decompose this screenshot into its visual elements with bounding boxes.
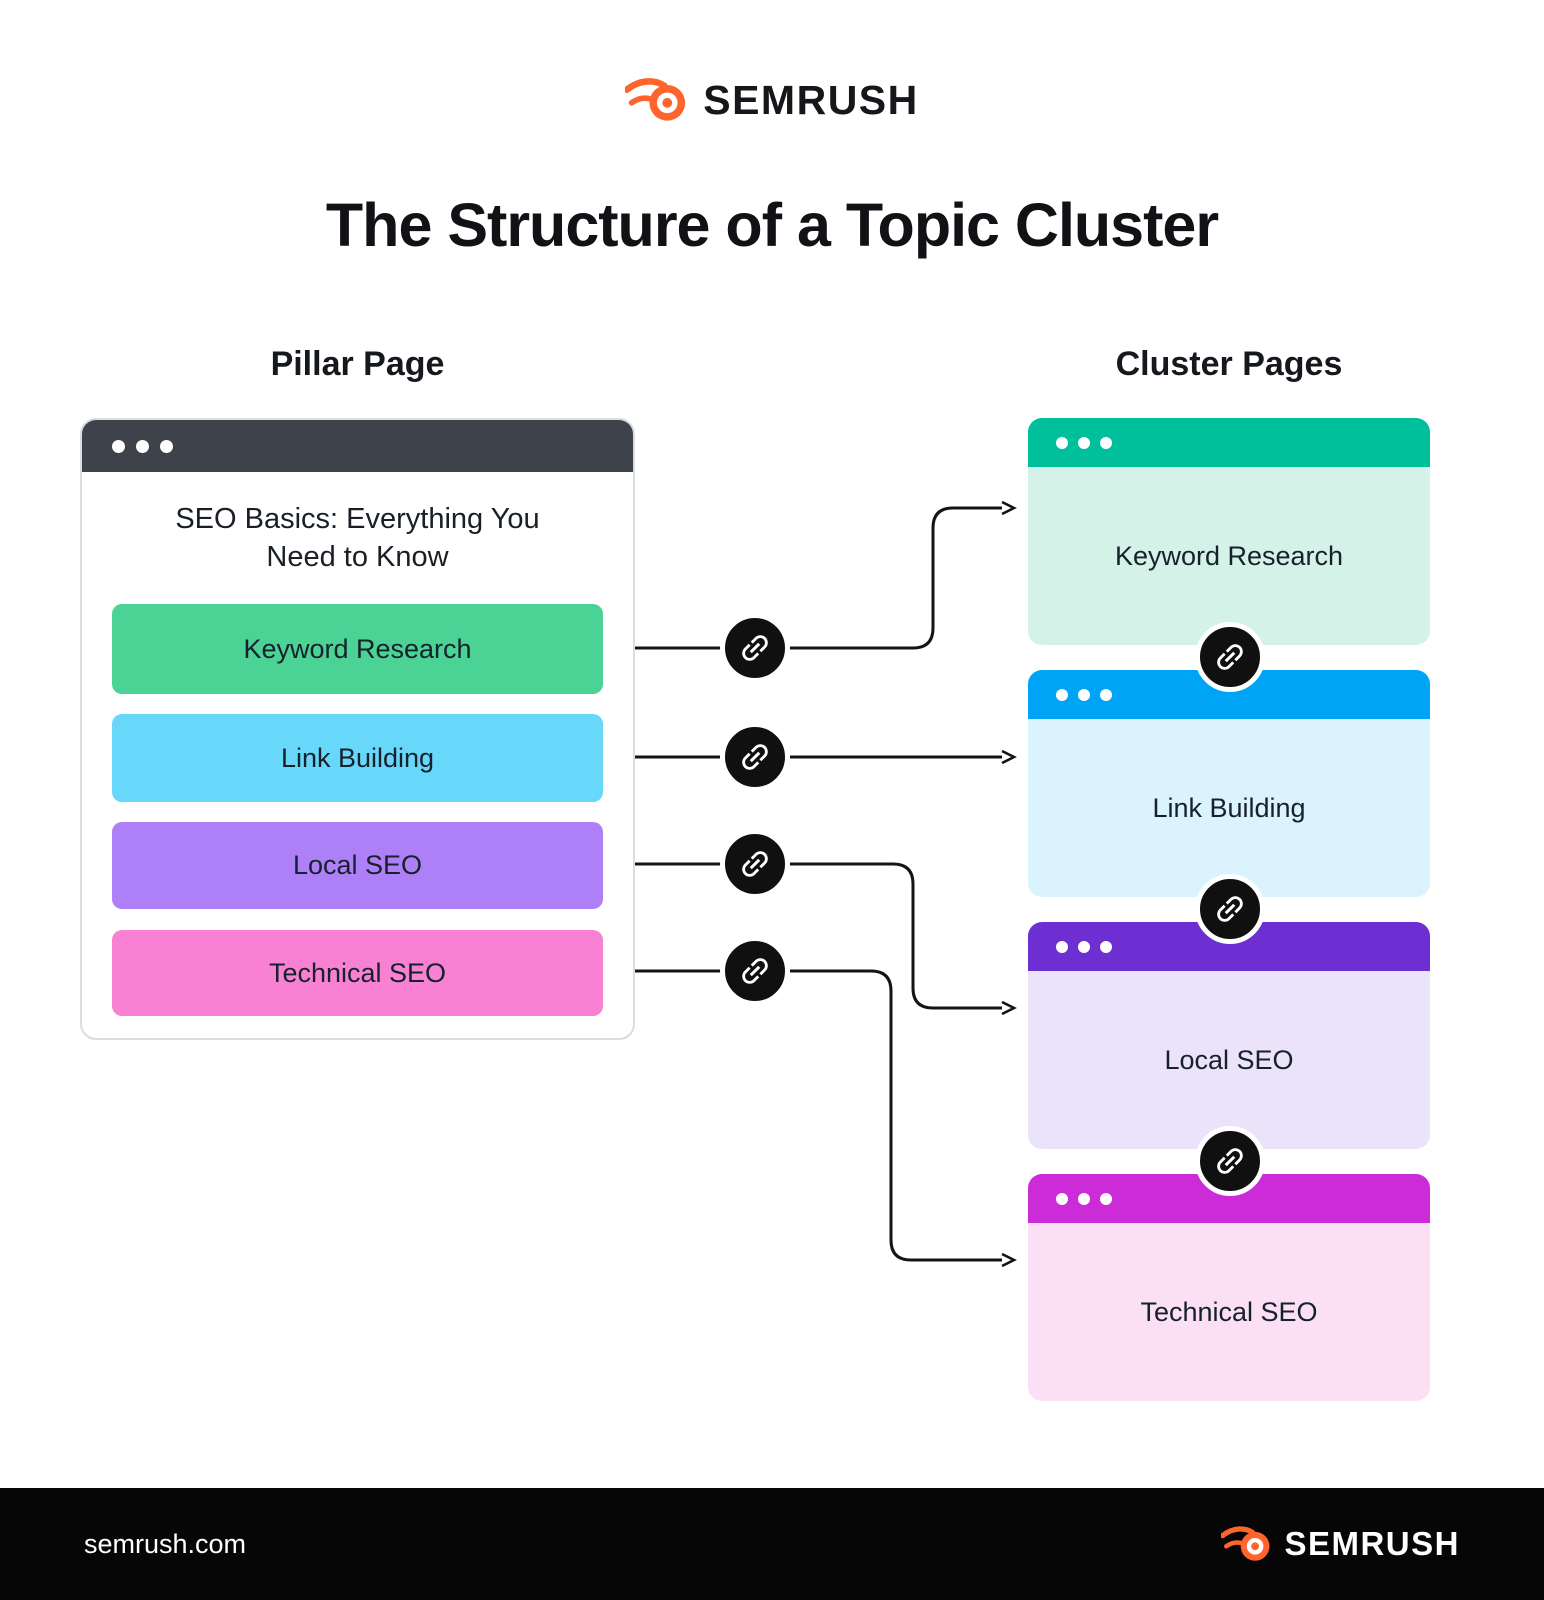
card-label: Keyword Research (1114, 540, 1344, 571)
semrush-logo-icon (625, 78, 686, 121)
brand-wordmark: SEMRUSH (703, 76, 919, 123)
connector-technical-seo (635, 969, 1017, 1268)
window-dot (112, 439, 125, 453)
footer-logo: SEMRUSH (1221, 1524, 1460, 1564)
brand-logo: SEMRUSH (0, 70, 1544, 130)
window-dot (1100, 688, 1112, 701)
cluster-card-local-seo: Local SEO (1028, 922, 1430, 1149)
window-dot (160, 439, 173, 453)
link-icon (1217, 896, 1243, 922)
window-dot (136, 439, 149, 453)
window-dot (1100, 436, 1112, 449)
link-icon (742, 958, 768, 984)
link-icon (742, 851, 768, 877)
link-icon-badge (1195, 1126, 1265, 1196)
page-title: The Structure of a Topic Cluster (325, 191, 1219, 259)
footer-site-text: semrush.com (84, 1528, 247, 1559)
window-dot (1078, 1192, 1090, 1205)
card-label: Technical SEO (1140, 1296, 1318, 1327)
window-dot (1078, 940, 1090, 953)
link-icon-badge (1195, 874, 1265, 944)
card-label: Local SEO (1164, 1044, 1294, 1075)
card-label: Link Building (1152, 792, 1306, 823)
link-icon-badge (720, 722, 790, 792)
pillar-topic-label: Technical SEO (268, 957, 447, 988)
pillar-topic-label: Link Building (280, 742, 435, 773)
link-icon-badge (1195, 622, 1265, 692)
window-dot (1100, 940, 1112, 953)
connector-keyword-research (635, 500, 1017, 650)
cluster-card-technical-seo: Technical SEO (1028, 1174, 1430, 1401)
link-icon-badge (720, 829, 790, 899)
card-body: Local SEO (1028, 971, 1430, 1149)
window-dot (1056, 940, 1068, 953)
link-icon (742, 744, 768, 770)
pillar-topic-link-building: Link Building (112, 714, 603, 802)
pillar-window-title: SEO Basics: Everything You Need to Know (175, 503, 540, 573)
connector-local-seo (635, 862, 1017, 1016)
footer-brand-wordmark: SEMRUSH (1284, 1525, 1460, 1562)
pillar-topic-technical-seo: Technical SEO (112, 930, 603, 1016)
footer: semrush.com SEMRUSH (0, 1488, 1544, 1600)
cluster-card-link-building: Link Building (1028, 670, 1430, 897)
window-dot (1078, 688, 1090, 701)
link-icon-badge (720, 936, 790, 1006)
window-dot (1078, 436, 1090, 449)
window-dot (1056, 436, 1068, 449)
window-dot (1056, 1192, 1068, 1205)
pillar-topic-label: Local SEO (292, 850, 423, 880)
link-icon (1217, 1148, 1243, 1174)
link-icon-badge (720, 613, 790, 683)
card-body: Keyword Research (1028, 467, 1430, 645)
link-icon (1217, 644, 1243, 670)
pillar-topic-keyword-research: Keyword Research (112, 604, 603, 694)
window-dot (1100, 1192, 1112, 1205)
clusters-heading: Cluster Pages (1115, 345, 1343, 383)
semrush-logo-icon (1221, 1526, 1270, 1561)
card-titlebar (1028, 418, 1430, 467)
window-titlebar (82, 420, 633, 472)
pillar-heading: Pillar Page (270, 345, 445, 383)
pillar-window: SEO Basics: Everything You Need to Know … (80, 418, 635, 1040)
link-icon (742, 635, 768, 661)
cluster-card-keyword-research: Keyword Research (1028, 418, 1430, 645)
pillar-topic-local-seo: Local SEO (112, 822, 603, 909)
card-body: Link Building (1028, 719, 1430, 897)
window-dot (1056, 688, 1068, 701)
card-body: Technical SEO (1028, 1223, 1430, 1401)
pillar-topic-label: Keyword Research (243, 633, 472, 664)
